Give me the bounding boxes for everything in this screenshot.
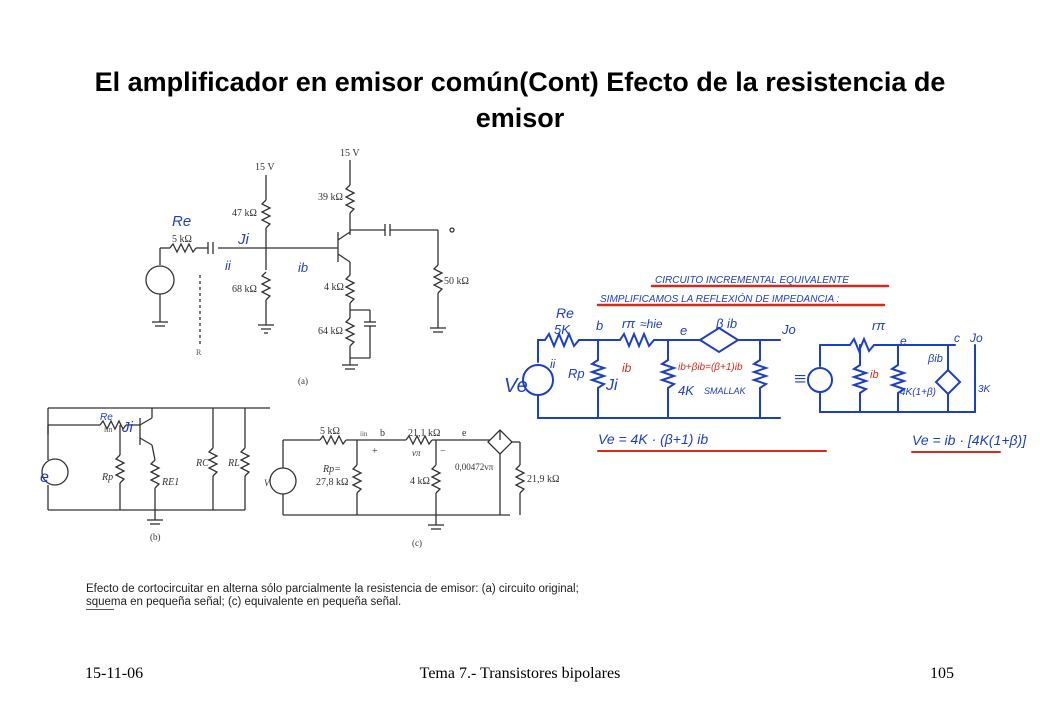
hand-rpi-2: rπ: [872, 318, 885, 333]
label-fig-a: (a): [298, 376, 308, 386]
hand-4k-beta: 4K(1+β): [900, 387, 936, 398]
hand-ib-a: ib: [298, 260, 308, 275]
label-iin-b: iin: [104, 425, 112, 434]
hand-ve: Ve: [504, 375, 528, 397]
label-gm-c: 0,00472vπ: [455, 462, 494, 472]
label-r50: 50 kΩ: [444, 276, 469, 287]
hand-ji-b: Ji: [121, 419, 134, 436]
hand-e-2: e: [900, 334, 907, 348]
label-r68: 68 kΩ: [232, 284, 257, 295]
hand-heading2: SIMPLIFICAMOS LA REFLEXIÓN DE IMPEDANCIA…: [600, 292, 840, 305]
label-rin: R: [196, 348, 202, 357]
label-r4: 4 kΩ: [324, 282, 344, 293]
label-15v-left: 15 V: [255, 162, 275, 173]
label-r5-c: 5 kΩ: [320, 426, 340, 437]
label-re1-b: RE1: [161, 477, 179, 488]
hand-rp: Rp: [568, 366, 585, 381]
hand-equiv-sign: ≡: [794, 366, 806, 391]
hand-re-r: Re: [556, 305, 574, 321]
caption-underline: [86, 609, 114, 610]
hand-c: c: [954, 331, 960, 345]
label-iin-c: iin: [360, 430, 368, 438]
footer-date: 15-11-06: [85, 665, 144, 682]
slide-title: El amplificador en emisor común(Cont) Ef…: [94, 67, 946, 133]
label-rp-b: Rp: [101, 472, 113, 483]
label-plus-c: +: [372, 446, 378, 457]
label-r47: 47 kΩ: [232, 208, 257, 219]
figure-b-circuit: [41, 407, 270, 525]
hand-3k: 3K: [978, 384, 992, 395]
label-vpi-c: vπ: [412, 448, 421, 458]
label-rc-b: RC: [195, 458, 209, 469]
label-minus-c: −: [440, 446, 446, 457]
label-r4-c: 4 kΩ: [410, 476, 430, 487]
hand-ib-red: ib: [622, 361, 632, 375]
label-e-c: e: [462, 428, 467, 439]
hand-shie: ≈hie: [640, 317, 663, 331]
hand-jo-2: Jo: [969, 331, 983, 345]
label-r39: 39 kΩ: [318, 192, 343, 203]
hand-ji-r: Ji: [605, 377, 618, 394]
hand-eq1: Ve = 4K · (β+1) ib: [598, 431, 708, 447]
figure-c-circuit: [269, 429, 526, 530]
hand-ie-expr: ib+βib=(β+1)ib: [678, 362, 743, 373]
hand-eq2: Ve = ib · [4K(1+β)]: [912, 432, 1027, 448]
label-fig-b: (b): [150, 532, 161, 542]
hand-rpi: rπ: [622, 316, 635, 331]
label-r211-c: 21,1 kΩ: [408, 428, 440, 439]
caption-line-2: squema en pequeña señal; (c) equivalente…: [86, 596, 402, 608]
hand-small: SMALLAK: [704, 386, 747, 396]
label-fig-c: (c): [412, 538, 422, 548]
label-15v-right: 15 V: [340, 148, 360, 159]
footer-page-number: 105: [930, 665, 954, 682]
handwritten-circuit: [522, 284, 1001, 453]
hand-beta-ib: β ib: [715, 316, 737, 331]
figure-caption: Efecto de cortocircuitar en alterna sólo…: [86, 583, 586, 610]
label-r64: 64 kΩ: [318, 326, 343, 337]
hand-bib: βib: [927, 353, 943, 365]
label-rp-c: Rp=: [322, 464, 341, 475]
hand-5k: 5K: [554, 322, 571, 337]
hand-heading1: CIRCUITO INCREMENTAL EQUIVALENTE: [655, 275, 849, 286]
hand-b: b: [596, 318, 603, 333]
hand-ji-a: Ji: [237, 231, 250, 248]
hand-jo: Jo: [781, 322, 796, 337]
hand-e: e: [680, 323, 687, 338]
label-rp-val-c: 27,8 kΩ: [316, 477, 348, 488]
hand-e-b: e: [40, 469, 49, 486]
hand-4k: 4K: [678, 383, 695, 398]
hand-re-a: Re: [172, 213, 191, 230]
footer-course: Tema 7.- Transistores bipolares: [419, 665, 621, 682]
caption-line-1: Efecto de cortocircuitar en alterna sólo…: [86, 583, 579, 595]
hand-ib-2: ib: [870, 369, 879, 381]
label-v-c: V: [264, 478, 271, 488]
hand-ii: ii: [550, 357, 556, 371]
label-r219-c: 21,9 kΩ: [527, 474, 559, 485]
label-r5: 5 kΩ: [172, 234, 192, 245]
label-rl-b: RL: [227, 458, 240, 469]
hand-ii-a: ii: [225, 258, 232, 273]
label-re-b: Re: [100, 412, 113, 423]
label-b-c: b: [380, 428, 385, 439]
figure-a-circuit: [145, 160, 455, 370]
